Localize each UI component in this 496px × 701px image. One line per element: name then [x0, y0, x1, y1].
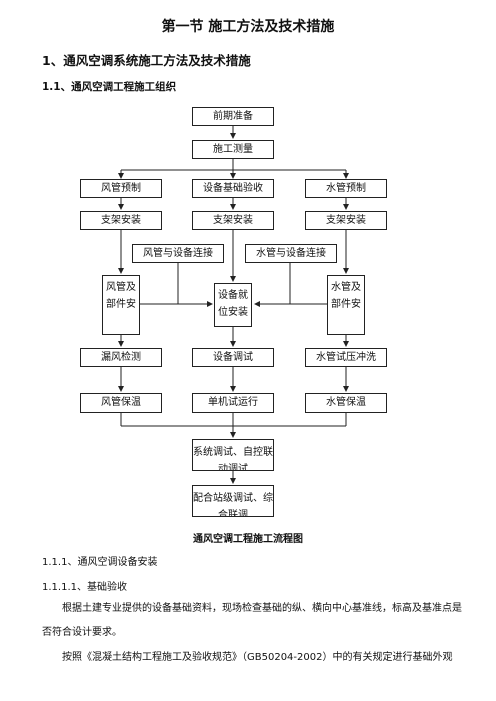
- paragraph-base-check: 根据土建专业提供的设备基础资料，现场检查基础的纵、横向中心基准线，标高及基准点是…: [42, 603, 462, 638]
- flowchart-connectors: [118, 126, 349, 484]
- flow-box-duct-connection: 风管与设备连接: [132, 244, 224, 263]
- flow-box-pipe-connection: 水管与设备连接: [245, 244, 337, 263]
- flow-box-pipe-insulation: 水管保温: [305, 393, 387, 413]
- flow-box-bracket-duct: 支架安装: [80, 211, 162, 230]
- paragraph-spec-reference: 按照《混凝土结构工程施工及验收规范》（GB50204-2002）中的有关规定进行…: [62, 652, 453, 663]
- flow-box-equip-place: 设备就位安装: [214, 283, 252, 327]
- flow-box-joint-debug: 配合站级调试、综合联调: [192, 485, 274, 517]
- flow-box-duct-prefab: 风管预制: [80, 179, 162, 198]
- flow-box-pressure-test: 水管试压冲洗: [305, 348, 387, 367]
- section-title: 第一节 施工方法及技术措施: [161, 19, 335, 35]
- flow-box-survey: 施工测量: [192, 140, 274, 159]
- flow-box-leak-test: 漏风检测: [80, 348, 162, 367]
- flow-box-prep: 前期准备: [192, 107, 274, 126]
- flow-box-equip-base: 设备基础验收: [192, 179, 274, 198]
- subheading-base-acceptance: 1.1.1.1、基础验收: [42, 582, 127, 593]
- flow-box-system-debug: 系统调试、自控联动调试: [192, 439, 274, 471]
- flow-box-duct-insulation: 风管保温: [80, 393, 162, 413]
- flow-box-pipe-parts: 水管及部件安: [327, 275, 365, 335]
- flow-box-duct-parts: 风管及部件安: [102, 275, 140, 335]
- flowchart-caption: 通风空调工程施工流程图: [193, 534, 303, 545]
- heading-hvac-organization: 1.1、通风空调工程施工组织: [42, 81, 177, 93]
- flow-box-single-run: 单机试运行: [192, 393, 274, 413]
- flow-box-equip-debug: 设备调试: [192, 348, 274, 367]
- heading-hvac-methods: 1、通风空调系统施工方法及技术措施: [42, 53, 251, 68]
- flow-box-bracket-pipe: 支架安装: [305, 211, 387, 230]
- flow-box-pipe-prefab: 水管预制: [305, 179, 387, 198]
- subheading-equipment-install: 1.1.1、通风空调设备安装: [42, 557, 158, 568]
- flow-box-bracket-equip: 支架安装: [192, 211, 274, 230]
